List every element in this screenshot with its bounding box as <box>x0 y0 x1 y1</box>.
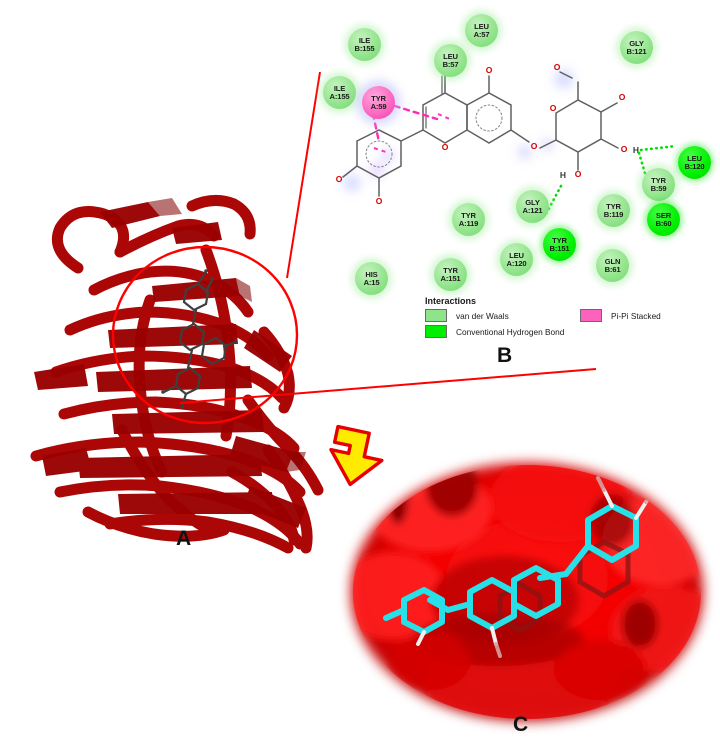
legend-label-van-der-waals: van der Waals <box>456 310 509 321</box>
panel-label-c: C <box>513 713 529 736</box>
residue-name: SER <box>655 210 672 220</box>
residue-name: TYR <box>606 201 621 211</box>
panel-label-a: A <box>176 527 192 550</box>
residue-id: B:60 <box>655 218 672 228</box>
residue-id: A:121 <box>522 205 543 215</box>
residue-id: A:59 <box>370 101 387 111</box>
panel-a-ribbon-structure <box>30 195 324 554</box>
residue-id: B:119 <box>603 209 624 219</box>
residue-id: B:59 <box>650 183 667 193</box>
legend-swatch-hydrogen-bond <box>425 325 447 338</box>
leader-line-to-panel-b-top <box>286 71 321 279</box>
hydrogen-atom-labels: H H <box>560 145 639 180</box>
panel-b-ligand-structure: O O O O O O O O O O O H H <box>336 62 678 216</box>
legend-item-van-der-waals: van der Waals <box>425 309 580 322</box>
residue-id: A:151 <box>440 273 461 283</box>
svg-text:O: O <box>376 196 383 206</box>
residue-name: ILE <box>333 83 346 93</box>
legend-label-hydrogen-bond: Conventional Hydrogen Bond <box>456 326 565 337</box>
legend-swatch-pi-pi-stacked <box>580 309 602 322</box>
residue-name: LEU <box>474 21 489 31</box>
legend-title: Interactions <box>425 296 477 306</box>
svg-text:H: H <box>633 145 639 155</box>
svg-text:O: O <box>619 92 626 102</box>
residue-id: B:155 <box>354 43 375 53</box>
residue-name: TYR <box>461 210 476 220</box>
panel-c-surface-pocket <box>351 463 703 721</box>
svg-text:O: O <box>554 62 561 72</box>
svg-text:H: H <box>560 170 566 180</box>
residue-name: GLY <box>525 197 540 207</box>
residue-name: TYR <box>371 93 386 103</box>
residue-name: HIS <box>365 269 378 279</box>
residue-id: A:15 <box>363 277 380 287</box>
residue-id: B:120 <box>684 161 705 171</box>
legend-item-pi-pi-stacked: Pi-Pi Stacked <box>580 309 661 322</box>
residue-name: LEU <box>509 250 524 260</box>
residue-id: A:120 <box>506 258 527 268</box>
residue-name: LEU <box>443 51 458 61</box>
residue-id: A:57 <box>473 29 490 39</box>
svg-text:O: O <box>486 65 493 75</box>
pipi-bond-to-b-ring <box>369 102 381 144</box>
svg-text:O: O <box>550 103 557 113</box>
svg-text:O: O <box>575 169 582 179</box>
residue-id: B:151 <box>549 243 570 253</box>
residue-name: GLN <box>604 256 621 266</box>
residue-name: TYR <box>443 265 458 275</box>
residue-name: TYR <box>651 175 666 185</box>
residue-id: A:155 <box>329 91 350 101</box>
residue-name: GLY <box>629 38 644 48</box>
residue-name: LEU <box>687 153 702 163</box>
yellow-arrow-icon <box>329 424 384 487</box>
legend-item-hydrogen-bond: Conventional Hydrogen Bond <box>425 325 580 338</box>
panel-label-b: B <box>497 344 513 367</box>
binding-site-highlight-circle <box>111 245 299 425</box>
ligand-sticks-panel-c <box>383 503 639 635</box>
residue-id: B:61 <box>604 264 621 274</box>
svg-text:O: O <box>531 141 538 151</box>
legend-swatch-van-der-waals <box>425 309 447 322</box>
residue-id: B:57 <box>442 59 459 69</box>
ligand-sticks-panel-a <box>162 270 238 408</box>
residue-id: B:121 <box>626 46 647 56</box>
leader-line-to-panel-b-bottom <box>179 368 597 404</box>
interactions-legend: Interactions van der Waals Conventional … <box>425 296 695 341</box>
svg-text:O: O <box>442 142 449 152</box>
leader-lines <box>179 71 597 404</box>
svg-text:O: O <box>621 144 628 154</box>
legend-label-pi-pi-stacked: Pi-Pi Stacked <box>611 310 661 321</box>
residue-id: A:119 <box>458 218 479 228</box>
hbond-leu-b120 <box>639 144 678 152</box>
residue-name: TYR <box>552 235 567 245</box>
svg-text:O: O <box>336 174 343 184</box>
residue-name: ILE <box>358 35 371 45</box>
